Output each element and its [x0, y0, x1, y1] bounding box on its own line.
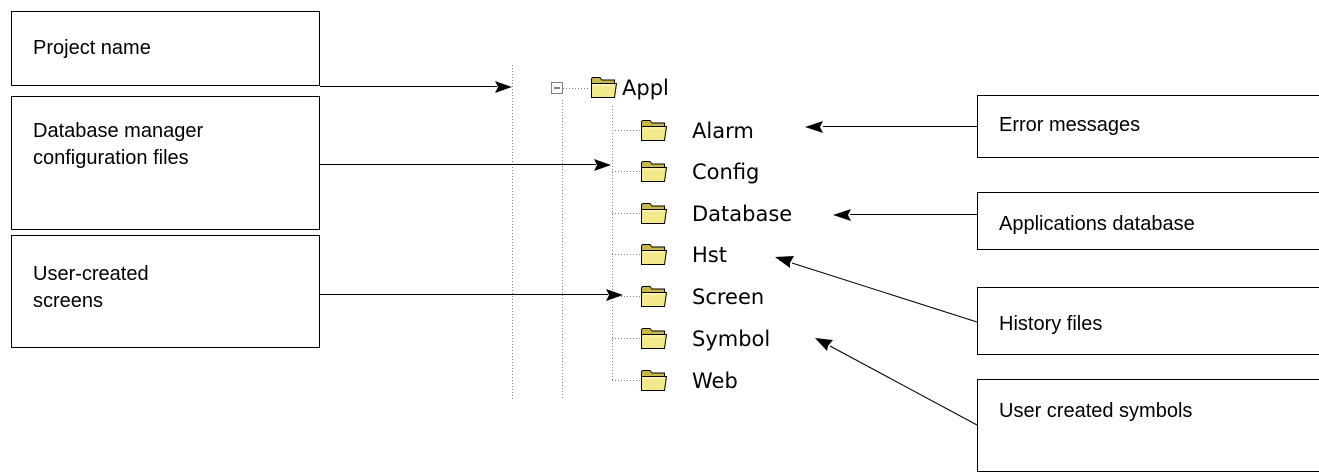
tree-root-label: Appl: [622, 76, 669, 100]
callout-error-messages: Error messages: [977, 95, 1319, 158]
folder-icon: [641, 161, 667, 182]
folder-icon: [641, 244, 667, 265]
tree-item-label: Hst: [692, 243, 727, 267]
callout-applications-database: Applications database: [977, 192, 1319, 250]
arrowhead: [833, 209, 851, 221]
tree-item-label: Database: [692, 202, 793, 226]
callout-user-created-screens: User-created screens: [11, 235, 320, 348]
tree-item-label: Screen: [692, 285, 765, 309]
arrowhead: [594, 159, 611, 171]
callout-project-name: Project name: [11, 11, 320, 86]
tree-item-label: Alarm: [692, 119, 754, 143]
minus-box-icon: [551, 82, 563, 94]
tree-item-label: Web: [692, 369, 738, 393]
arrowhead: [805, 121, 823, 133]
callout-database-manager: Database manager configuration files: [11, 96, 320, 230]
arrowhead: [775, 256, 794, 268]
arrowhead: [495, 81, 512, 93]
arrowhead: [815, 338, 833, 351]
folder-icon: [641, 120, 667, 141]
tree-item-label: Symbol: [692, 327, 771, 351]
folder-icon: [641, 370, 667, 391]
callout-history-files: History files: [977, 287, 1319, 355]
tree-item-label: Config: [692, 160, 760, 184]
arrow-user-created-symbols: [829, 345, 978, 426]
child-branch-stubs: [612, 130, 640, 381]
arrowhead: [606, 289, 623, 301]
folder-icon: [641, 286, 667, 307]
callout-user-created-symbols: User created symbols: [977, 379, 1319, 472]
arrow-history-files: [791, 262, 978, 323]
folder-icon: [641, 203, 667, 224]
folder-icon: [641, 328, 667, 349]
folder-icon: [591, 77, 617, 98]
